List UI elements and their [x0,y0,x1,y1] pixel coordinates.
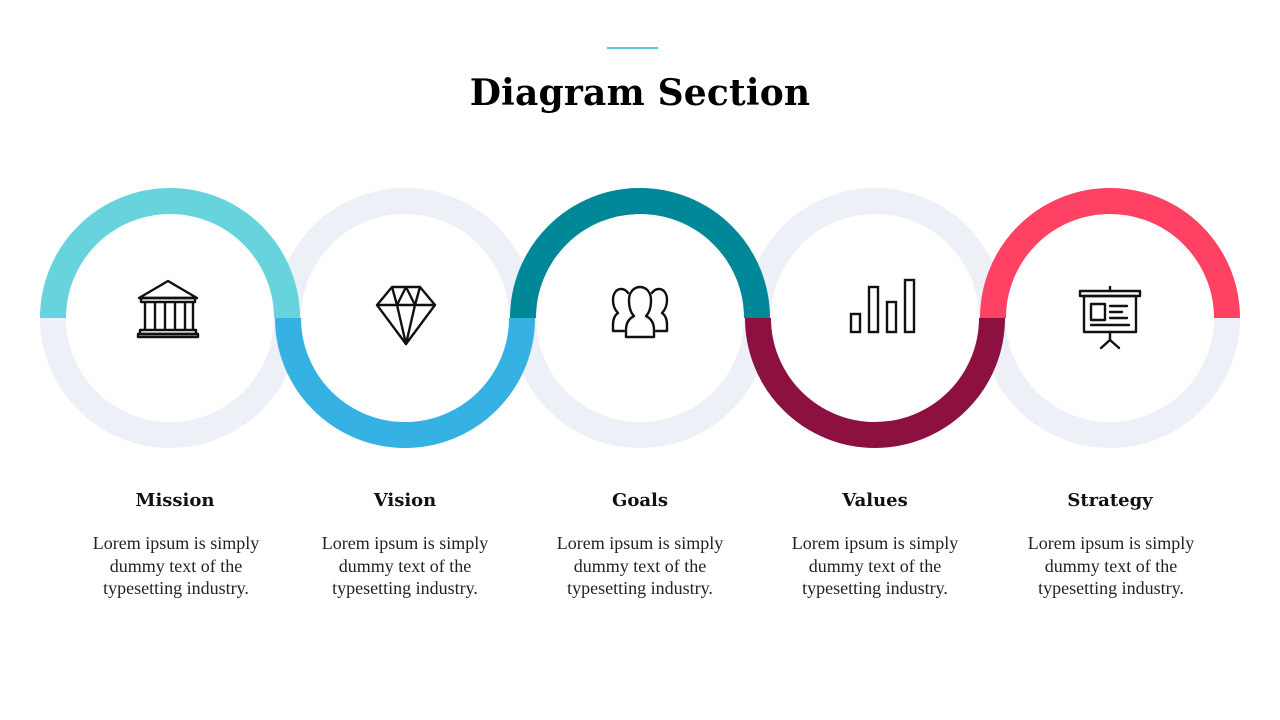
step-title-goals: Goals [611,490,668,511]
ring-values-arc [745,317,1005,448]
step-title-vision: Vision [373,490,437,511]
diamond-icon [375,285,437,346]
ring-strategy-arc [980,188,1240,319]
step-desc-goals: Lorem ipsum is simply dummy text of the … [556,533,724,598]
bar-chart-icon [849,278,916,334]
team-icon [611,285,669,339]
ring-goals-arc [510,188,770,319]
page-title: Diagram Section [469,72,811,114]
ring-mission-arc [40,188,300,319]
presentation-board-icon [1078,285,1142,350]
step-title-values: Values [842,490,908,511]
step-title-mission: Mission [135,490,215,511]
step-desc-strategy: Lorem ipsum is simply dummy text of the … [1027,533,1195,598]
title-accent-line [607,47,658,49]
step-desc-mission: Lorem ipsum is simply dummy text of the … [92,533,260,598]
step-desc-values: Lorem ipsum is simply dummy text of the … [791,533,959,598]
step-title-strategy: Strategy [1067,490,1153,511]
ring-vision-arc [275,317,535,448]
bank-icon [136,279,200,339]
step-desc-vision: Lorem ipsum is simply dummy text of the … [321,533,489,598]
